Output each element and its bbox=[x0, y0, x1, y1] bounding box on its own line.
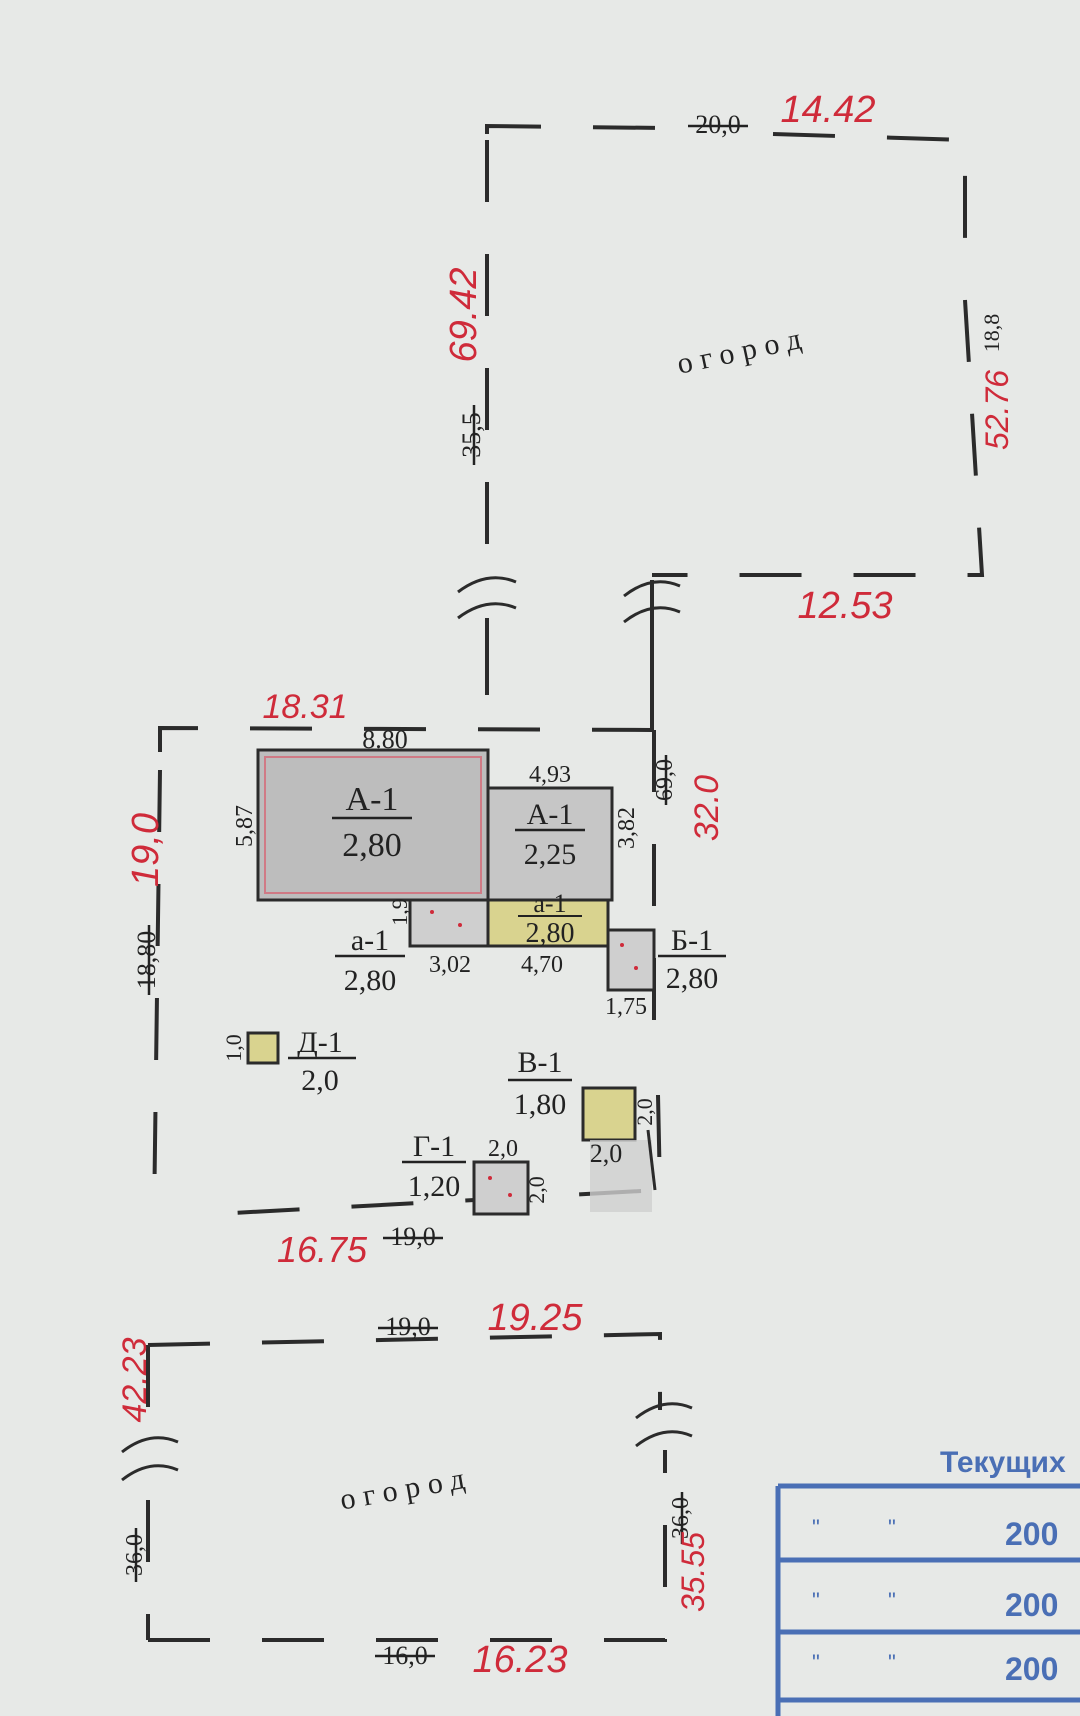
row1-c2: " bbox=[888, 1515, 896, 1540]
bottom-plot-left-new: 42.23 bbox=[116, 1337, 154, 1422]
row3-c2: " bbox=[888, 1650, 896, 1675]
a1-main-side: 5,87 bbox=[232, 805, 258, 847]
b1-height: 2,80 bbox=[666, 962, 719, 995]
building-a1-porch-center bbox=[486, 898, 610, 948]
bottom-plot-top-old: 19,0 bbox=[385, 1312, 431, 1341]
yard-bottom-new: 16.75 bbox=[277, 1229, 368, 1270]
building-g1 bbox=[472, 1160, 530, 1216]
a1-porch-center-name: а-1 bbox=[533, 889, 566, 918]
d1-side: 1,0 bbox=[221, 1034, 246, 1062]
a1-porch-left-side: 1,9 bbox=[387, 898, 412, 926]
row2-value: 200 bbox=[1005, 1587, 1058, 1623]
bottom-garden-label: огород bbox=[338, 1461, 476, 1517]
bottom-plot-top-new: 19.25 bbox=[487, 1297, 583, 1339]
b1-name: Б-1 bbox=[671, 924, 713, 957]
yard-right-new: 32.0 bbox=[688, 775, 726, 841]
top-plot-right-new: 52.76 bbox=[979, 370, 1015, 450]
bottom-garden-plot: огород 19,0 19.25 42.23 36,0 36,0 35.55 … bbox=[116, 1297, 711, 1681]
a1-ext-side: 3,82 bbox=[614, 807, 640, 849]
top-garden-plot: огород 20,0 14.42 35,5 69.42 18,8 52.76 … bbox=[443, 89, 1015, 730]
building-a1-ext bbox=[486, 786, 614, 902]
b1-width: 1,75 bbox=[605, 994, 647, 1020]
top-plot-top-old: 20,0 bbox=[695, 110, 741, 139]
g1-width: 2,0 bbox=[488, 1136, 518, 1162]
yard-bottom-old: 19,0 bbox=[390, 1222, 436, 1251]
row2-c2: " bbox=[888, 1588, 896, 1613]
building-b1 bbox=[606, 928, 656, 992]
bottom-plot-right-new: 35.55 bbox=[675, 1532, 711, 1612]
a1-ext-height: 2,25 bbox=[524, 838, 577, 871]
building-a1-porch-left bbox=[408, 898, 490, 948]
building-d1 bbox=[246, 1031, 280, 1065]
row1-value: 200 bbox=[1005, 1516, 1058, 1552]
building-a1-main bbox=[256, 748, 490, 902]
d1-height: 2,0 bbox=[301, 1064, 339, 1097]
top-plot-left-old: 35,5 bbox=[457, 412, 486, 458]
a1-porch-left-height: 2,80 bbox=[344, 964, 397, 997]
row2-c1: " bbox=[812, 1588, 820, 1613]
yard-left-new: 19,0 bbox=[125, 813, 167, 887]
row3-value: 200 bbox=[1005, 1651, 1058, 1687]
row3-c1: " bbox=[812, 1650, 820, 1675]
a1-porch-center-width: 4,70 bbox=[521, 952, 563, 978]
row1-c1: " bbox=[812, 1515, 820, 1540]
top-garden-label: огород bbox=[674, 321, 812, 381]
top-plot-left-new: 69.42 bbox=[443, 267, 485, 362]
g1-side: 2,0 bbox=[524, 1176, 549, 1204]
a1-main-name: А-1 bbox=[346, 781, 399, 818]
yard-plot: 18.31 8.80 18,80 19,0 69,0 32.0 16.75 19… bbox=[125, 688, 726, 1270]
v1-width: 2,0 bbox=[590, 1139, 623, 1168]
yard-left-old: 18,80 bbox=[132, 931, 161, 990]
a1-porch-left-width: 3,02 bbox=[429, 952, 471, 978]
table-header: Текущих bbox=[940, 1446, 1066, 1479]
g1-name: Г-1 bbox=[413, 1130, 455, 1163]
g1-height: 1,20 bbox=[408, 1170, 461, 1203]
v1-height: 1,80 bbox=[514, 1088, 567, 1121]
a1-main-height: 2,80 bbox=[342, 827, 402, 864]
top-plot-bottom-new: 12.53 bbox=[797, 585, 892, 627]
building-v1 bbox=[581, 1086, 637, 1142]
a1-ext-width: 4,93 bbox=[529, 762, 571, 788]
d1-name: Д-1 bbox=[297, 1026, 342, 1059]
a1-porch-left-name: а-1 bbox=[351, 924, 389, 957]
top-plot-right-old: 18,8 bbox=[979, 314, 1004, 353]
a1-ext-name: А-1 bbox=[527, 798, 574, 831]
bottom-plot-bottom-new: 16.23 bbox=[472, 1639, 567, 1681]
v1-side: 2,0 bbox=[632, 1098, 657, 1126]
stamp-table: Текущих " " 200 " " 200 " " 200 bbox=[775, 1446, 1080, 1716]
a1-porch-center-height: 2,80 bbox=[526, 918, 575, 949]
v1-name: В-1 bbox=[518, 1046, 563, 1079]
top-plot-top-new: 14.42 bbox=[780, 89, 875, 131]
yard-top-new: 18.31 bbox=[262, 688, 347, 726]
